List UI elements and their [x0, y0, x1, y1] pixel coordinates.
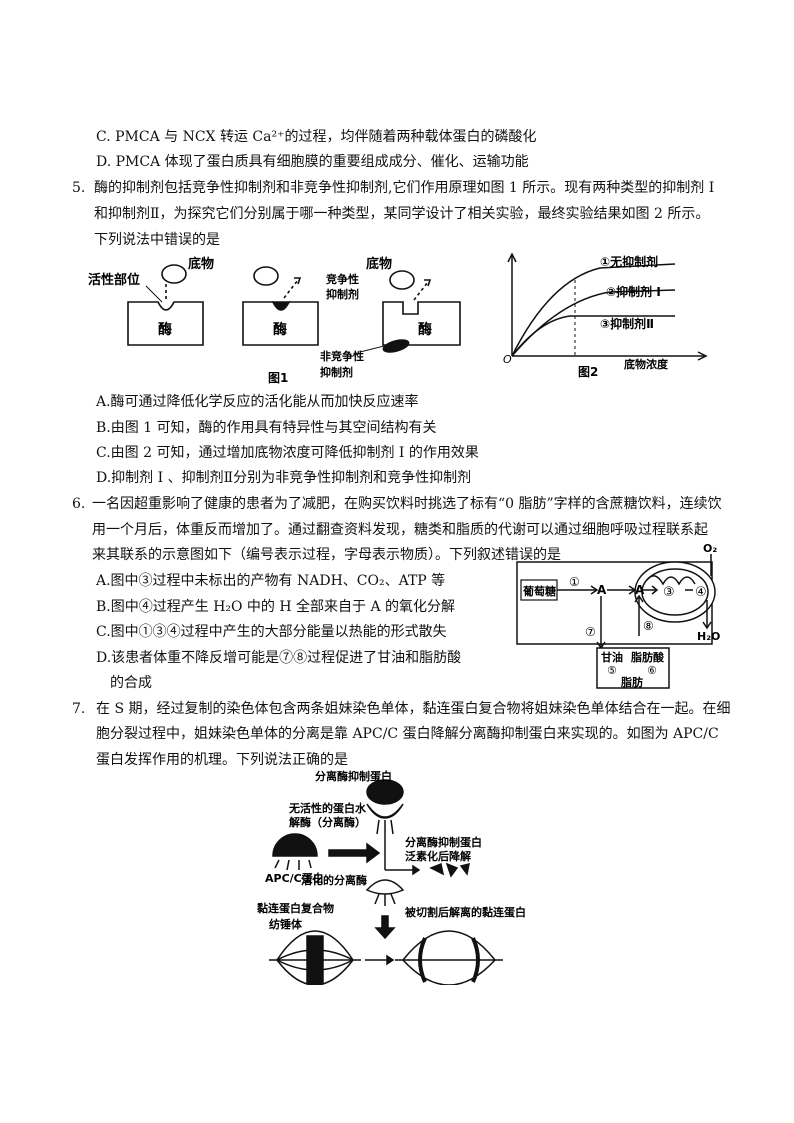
q6-fig-a2: A	[635, 583, 645, 597]
fig2-caption: 图2	[578, 365, 598, 379]
q6-fig-step6: ⑥	[647, 664, 657, 677]
substrate-shape-2	[253, 266, 279, 286]
glucose-box	[520, 579, 558, 601]
fig1-noncompetitive-label: 非竞争性	[320, 349, 364, 363]
fig1-enzyme-label-3: 酶	[418, 321, 432, 338]
q6-option-a: A.图中③过程中未标出的产物有 NADH、CO₂、ATP 等	[96, 573, 446, 589]
q6-number: 6.	[72, 496, 86, 512]
q5-option-c: C.由图 2 可知，通过增加底物浓度可降低抑制剂 I 的作用效果	[96, 445, 479, 461]
substrate-shape-3	[389, 270, 415, 290]
chromosomes-left	[306, 935, 324, 985]
q7-fig-degrade-1: 分离酶抑制蛋白	[405, 835, 482, 849]
q7-fig-activated: 活化的分离酶	[301, 873, 367, 887]
q6-fig-step4: ④	[695, 585, 707, 600]
q6-option-d-line1: D.该患者体重不降反增可能是⑦⑧过程促进了甘油和脂肪酸	[96, 650, 462, 666]
q7-fig-cleaved: 被切割后解离的黏连蛋白	[405, 905, 526, 919]
q5-figure2: ①无抑制剂 ②抑制剂 I ③抑制剂Ⅱ O 底物浓度 图2	[503, 252, 708, 379]
fig2-curve2-label: ②抑制剂 I	[606, 284, 661, 299]
q5-option-a: A.酶可通过降低化学反应的活化能从而加快反应速率	[96, 394, 419, 410]
q6-fig-glucose: 葡萄糖	[522, 584, 556, 598]
q6-fig-step7: ⑦	[585, 625, 596, 639]
apcc-shape	[272, 833, 318, 857]
q6-fig-h2o: H₂O	[697, 630, 720, 643]
fig1-competitive-label-2: 抑制剂	[326, 287, 359, 301]
fig2-xlabel: 底物浓度	[624, 357, 669, 371]
q6-stem-line1: 一名因超重影响了健康的患者为了减肥，在购买饮料时挑选了标有“0 脂肪”字样的含蔗…	[92, 496, 722, 512]
q7-number: 7.	[72, 701, 86, 717]
lipid-box	[596, 647, 670, 689]
q6-fig-fattyacid: 脂肪酸	[630, 650, 665, 664]
q7-fig-degrade-2: 泛素化后降解	[405, 849, 471, 863]
q7-stem-line1: 在 S 期，经过复制的染色体包含两条姐妹染色单体，黏连蛋白复合物将姐妹染色单体结…	[96, 701, 731, 717]
fig2-curve1-label: ①无抑制剂	[600, 254, 658, 269]
q7-stem-line3: 蛋白发挥作用的机理。下列说法正确的是	[96, 752, 348, 768]
q7-fig-cohesin: 黏连蛋白复合物	[257, 901, 334, 915]
fig1-enzyme-label-1: 酶	[158, 321, 172, 338]
q6-fig-step5: ⑤	[607, 664, 617, 677]
q7-fig-apcc: APC/C蛋白	[265, 871, 324, 885]
fig2-origin: O	[503, 353, 512, 366]
q7-figure: 分离酶抑制蛋白 无活性的蛋白水 解酶（分离酶） 分离酶抑制蛋白 泛素化后降解 A…	[257, 770, 526, 985]
fig1-substrate-label-2: 底物	[366, 256, 392, 272]
mitochondrion-inner	[641, 568, 709, 616]
fig1-noncompetitive-label-2: 抑制剂	[320, 365, 353, 379]
q6-stem-line2: 用一个月后，体重反而增加了。通过翻查资料发现，糖类和脂质的代谢可以通过细胞呼吸过…	[92, 522, 708, 538]
q5-stem-line2: 和抑制剂Ⅱ，为探究它们分别属于哪一种类型，某同学设计了相关实验，最终实验结果如图…	[94, 206, 710, 222]
q6-fig-a1: A	[597, 583, 607, 597]
inhibitor-protein-shape	[366, 779, 404, 805]
substrate-shape-1	[161, 264, 187, 284]
fig1-competitive-label: 竞争性	[326, 272, 359, 286]
inactive-separase-shape	[366, 803, 404, 819]
q6-fig-step8: ⑧	[643, 619, 654, 633]
q6-fig-step3: ③	[663, 585, 675, 600]
activated-separase-shape	[365, 879, 405, 895]
q4-option-c: C. PMCA 与 NCX 转运 Ca²⁺的过程，均伴随着两种载体蛋白的磷酸化	[96, 129, 537, 145]
noncompetitive-inhibitor-shape	[382, 339, 410, 353]
spindle-cell-right	[402, 930, 496, 985]
q6-fig-fat: 脂肪	[620, 675, 643, 689]
q6-fig-step1: ①	[569, 575, 580, 589]
fig2-curve-1	[511, 263, 676, 357]
q7-stem-line2: 胞分裂过程中，姐妹染色单体的分离是靠 APC/C 蛋白降解分离酶抑制蛋白来实现的…	[96, 726, 719, 742]
q6-stem-line3: 来其联系的示意图如下（编号表示过程，字母表示物质）。下列叙述错误的是	[92, 547, 561, 563]
fig2-curve3-label: ③抑制剂Ⅱ	[600, 316, 654, 331]
q5-stem-line1: 酶的抑制剂包括竞争性抑制剂和非竞争性抑制剂,它们作用原理如图 1 所示。现有两种…	[94, 180, 715, 196]
q5-option-d: D.抑制剂 I 、抑制剂Ⅱ分别为非竞争性抑制剂和竞争性抑制剂	[96, 470, 472, 486]
q6-fig-glycerol: 甘油	[601, 650, 623, 664]
q5-figure1: 底物 活性部位 酶 酶 竞争性 抑制剂 底物 酶 非竞争性 抑制剂 图1	[88, 256, 461, 385]
fig1-substrate-label-1: 底物	[188, 256, 214, 272]
fig1-caption: 图1	[268, 371, 288, 385]
q6-option-c: C.图中①③④过程中产生的大部分能量以热能的形式散失	[96, 624, 447, 640]
chromosomes-right-left	[418, 937, 427, 983]
q7-fig-spindle: 纺锤体	[269, 917, 303, 931]
enzyme-shape-1	[127, 301, 204, 346]
q6-option-b: B.图中④过程产生 H₂O 中的 H 全部来自于 A 的氧化分解	[96, 599, 456, 615]
q7-fig-inactive-1: 无活性的蛋白水	[288, 801, 367, 815]
competitive-inhibitor-shape	[271, 301, 291, 310]
fig1-enzyme-label-2: 酶	[273, 321, 287, 338]
fig2-curve-3	[511, 315, 675, 357]
fig1-active-site-label: 活性部位	[88, 272, 140, 288]
mitochondrion-cristae	[646, 575, 696, 586]
q5-stem-line3: 下列说法中错误的是	[94, 232, 220, 248]
q4-option-d: D. PMCA 体现了蛋白质具有细胞膜的重要组成成分、催化、运输功能	[96, 154, 529, 170]
q7-fig-inhibitor: 分离酶抑制蛋白	[315, 770, 392, 783]
q6-figure: 葡萄糖 ① A A ③ ④ O₂ H₂O ⑦ ⑧ 甘油 脂肪酸 ⑤ ⑥ 脂肪	[516, 542, 720, 689]
q5-number: 5.	[72, 180, 86, 196]
q6-fig-o2: O₂	[703, 542, 717, 555]
q5-option-b: B.由图 1 可知，酶的作用具有特异性与其空间结构有关	[96, 420, 437, 436]
q7-fig-inactive-2: 解酶（分离酶）	[289, 815, 366, 829]
chromosomes-right-right	[471, 937, 480, 983]
q6-option-d-line2: 的合成	[110, 675, 152, 691]
